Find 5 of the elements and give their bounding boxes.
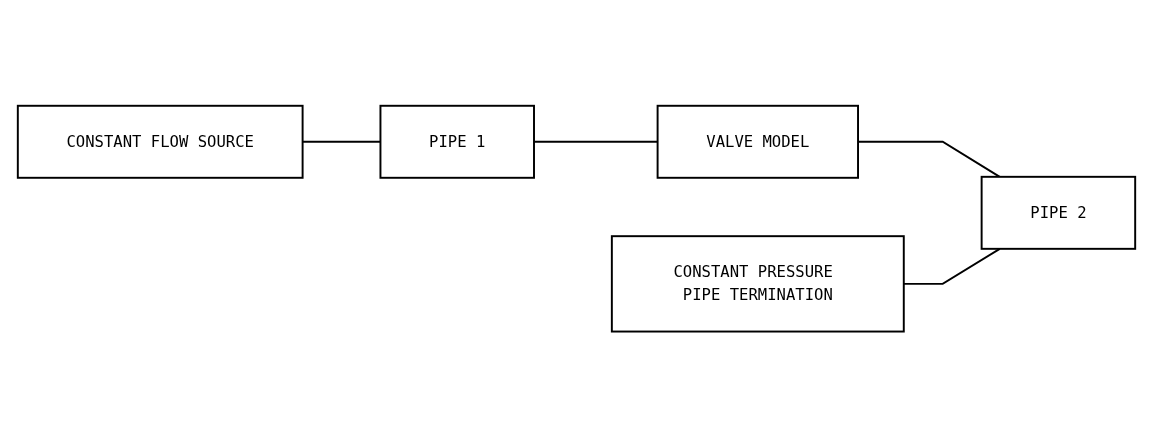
- node-box: VALVE MODEL: [656, 105, 859, 180]
- node-box: CONSTANT PRESSURE PIPE TERMINATION: [610, 235, 905, 333]
- node-box: CONSTANT FLOW SOURCE: [16, 105, 304, 180]
- node-box: PIPE 2: [980, 176, 1137, 251]
- node-box: PIPE 1: [379, 105, 535, 180]
